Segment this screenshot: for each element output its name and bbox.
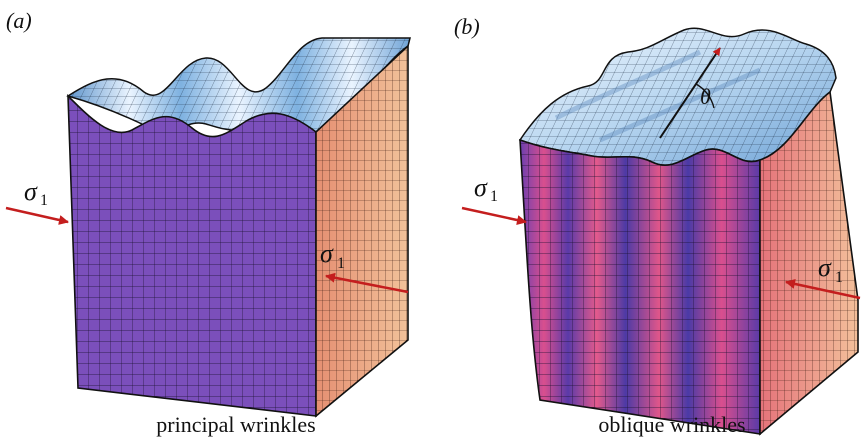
theta-label: θ [700,84,711,109]
panel-b-stress-left-subscript: 1 [490,188,498,205]
panel-a-stress-right-symbol: σ [320,239,334,268]
panel-a-stress-left-subscript: 1 [40,192,48,209]
panel-a-stress-right-subscript: 1 [337,255,345,272]
panel-a-side-face [315,44,409,418]
panel-b-front-face [519,138,761,435]
panel-a-label: (a) [6,8,32,33]
panel-a: (a) σ 1 σ 1 principal wrinkles [5,8,411,437]
panel-b-stress-left-symbol: σ [474,173,488,202]
right-stress-arrow-icon [325,272,409,294]
panel-a-stress-left-symbol: σ [24,177,38,206]
panel-b-label: (b) [454,14,480,39]
panel-b-stress-right-symbol: σ [818,253,832,282]
panel-a-front-face [67,93,317,417]
panel-b-stress-right-subscript: 1 [835,269,843,286]
panel-b: (b) θ σ 1 [454,14,861,437]
panel-b-side-face [759,90,859,436]
theta-angle-indicator [659,47,721,139]
right-stress-arrow-icon [785,279,861,300]
left-stress-arrow-icon [5,206,69,225]
left-stress-arrow-icon [461,206,527,225]
panel-b-caption: oblique wrinkles [598,412,745,437]
panel-a-caption: principal wrinkles [156,412,315,437]
